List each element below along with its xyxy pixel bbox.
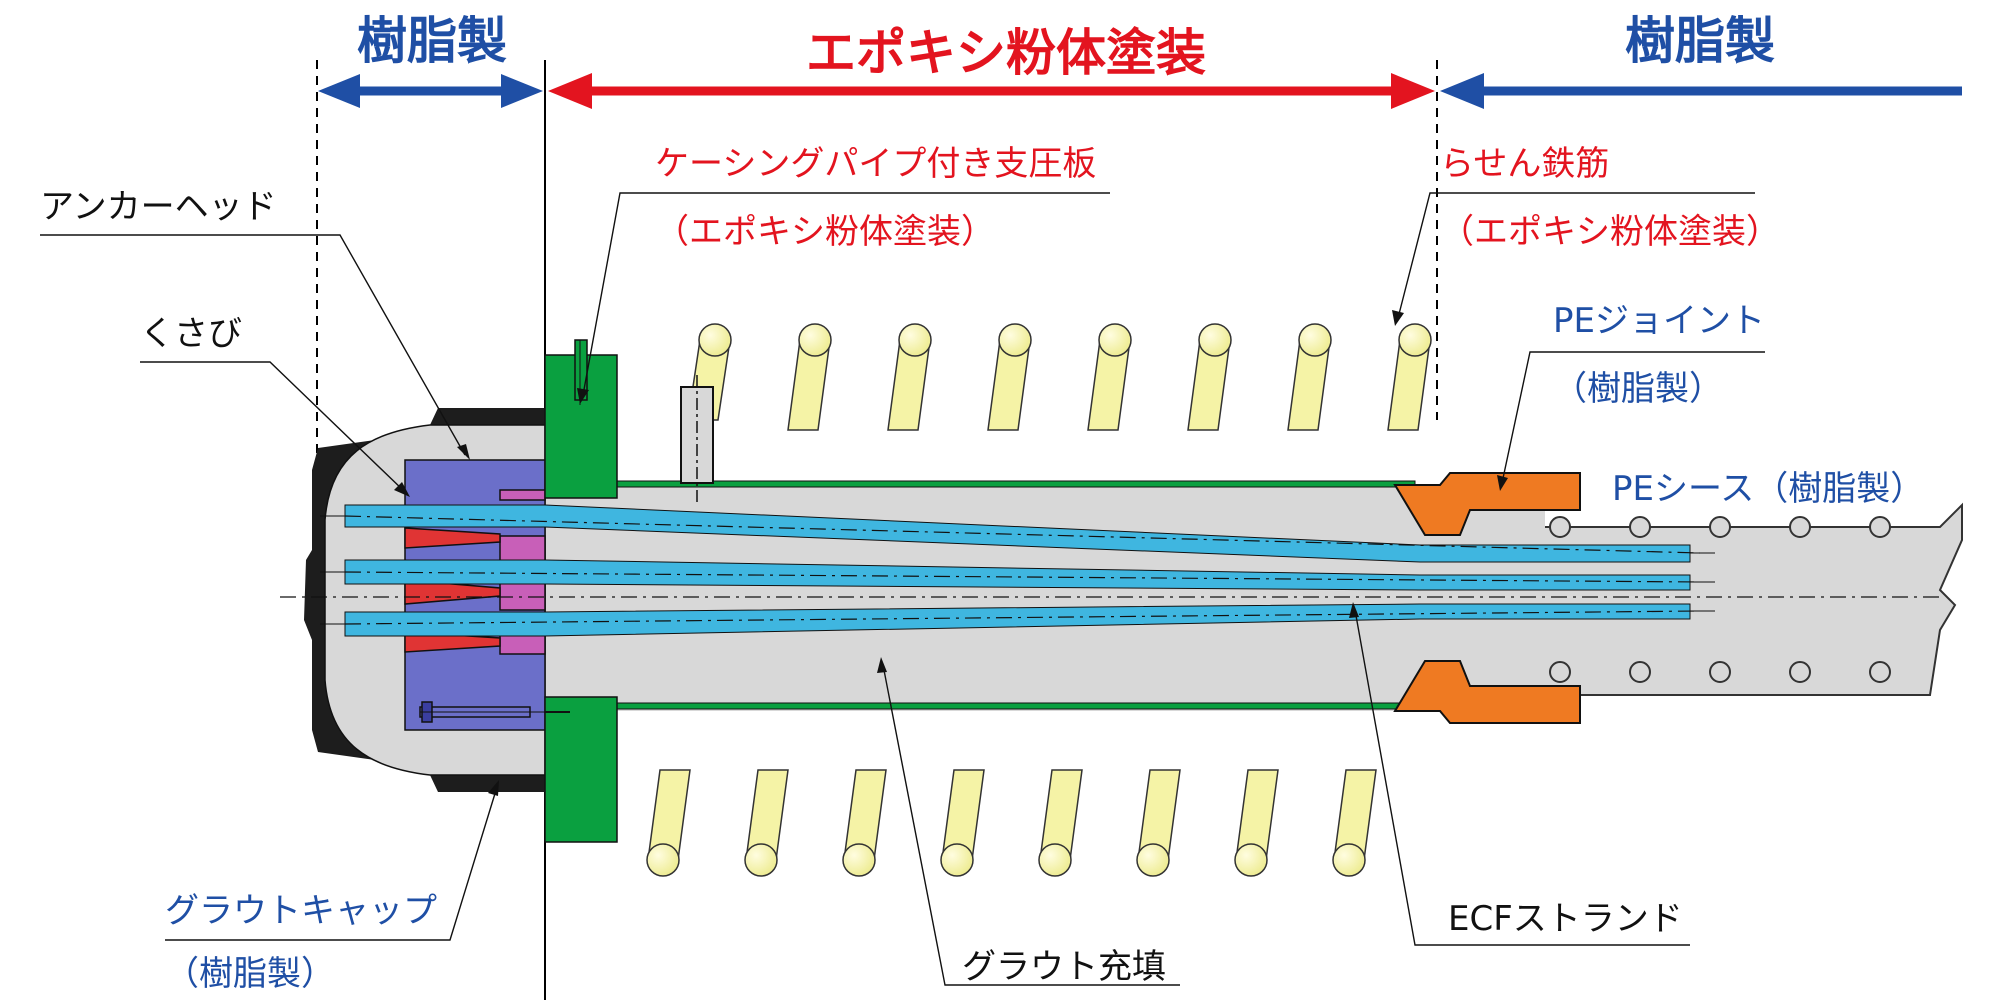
anchor-head — [404, 459, 570, 731]
label-grout-cap: グラウトキャップ — [165, 891, 437, 931]
label-grout-cap-note: （樹脂製） — [165, 954, 335, 994]
header-center-epoxy: エポキシ粉体塗装 — [806, 24, 1206, 82]
bearing-plate — [544, 339, 618, 843]
header-left-resin: 樹脂製 — [357, 12, 507, 70]
strand-centerlines — [280, 515, 1940, 625]
label-pe-sheath: PEシース（樹脂製） — [1612, 469, 1924, 509]
leader-lines — [40, 192, 1765, 986]
label-grout-fill: グラウト充填 — [962, 947, 1166, 987]
label-anchor-head: アンカーヘッド — [40, 187, 277, 227]
left-resin-arrow — [318, 74, 543, 108]
pe-sheath — [1539, 502, 1963, 696]
vent-pipe — [680, 375, 714, 505]
pe-joint — [1393, 472, 1581, 724]
right-resin-arrow — [1440, 73, 1962, 109]
label-ecf-strand: ECFストランド — [1448, 899, 1683, 939]
label-casing-plate: ケーシングパイプ付き支圧板 — [655, 144, 1096, 184]
label-spiral-rebar: らせん鉄筋 — [1440, 144, 1609, 184]
label-pe-joint: PEジョイント — [1553, 301, 1765, 341]
spiral-rebar-top — [687, 323, 1432, 431]
center-epoxy-arrow — [548, 73, 1435, 109]
label-casing-plate-note: （エポキシ粉体塗装） — [655, 212, 995, 252]
label-pe-joint-note: （樹脂製） — [1553, 369, 1723, 409]
label-wedge: くさび — [140, 314, 242, 354]
label-spiral-rebar-note: （エポキシ粉体塗装） — [1440, 212, 1780, 252]
header-right-resin: 樹脂製 — [1625, 12, 1775, 70]
strand-wires — [320, 515, 1715, 625]
spiral-rebar-bottom — [646, 769, 1377, 877]
